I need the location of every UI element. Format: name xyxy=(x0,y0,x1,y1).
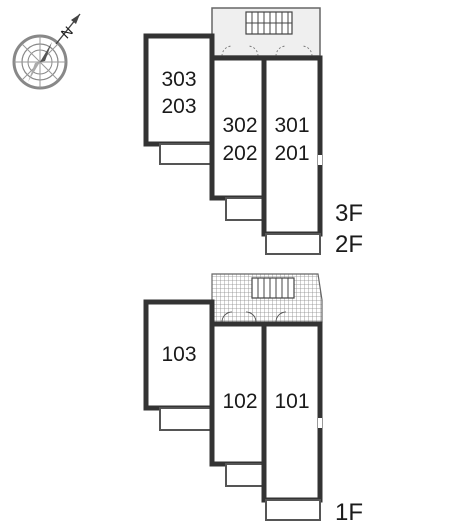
balcony-101 xyxy=(265,499,321,521)
unit-label-101: 101 xyxy=(274,390,309,413)
unit-label-203: 203 xyxy=(161,95,196,118)
unit-102 xyxy=(209,321,267,467)
balcony-302-202 xyxy=(225,197,265,221)
unit-label-301: 301 xyxy=(274,114,309,137)
floor-label-3f: 3F xyxy=(335,200,363,227)
unit-label-201: 201 xyxy=(274,142,309,165)
unit-301-201 xyxy=(261,55,323,237)
floor-label-1f: 1F xyxy=(335,499,363,526)
floor-label-2f: 2F xyxy=(335,231,363,258)
unit-label-302: 302 xyxy=(222,114,257,137)
upper-floor-plan: 303 203 302 202 301 201 3F 2F xyxy=(143,7,363,258)
balcony-103 xyxy=(159,407,213,431)
unit-label-202: 202 xyxy=(222,142,257,165)
unit-101 xyxy=(261,321,323,503)
unit-302-202 xyxy=(209,55,267,201)
ground-floor-plan: 103 102 101 1F xyxy=(143,273,363,526)
balcony-301-201 xyxy=(265,233,321,255)
unit-label-102: 102 xyxy=(222,390,257,413)
balcony-102 xyxy=(225,463,265,487)
unit-103 xyxy=(143,299,215,411)
compass-icon: N xyxy=(12,13,81,90)
unit-label-303: 303 xyxy=(161,68,196,91)
balcony-303-203 xyxy=(159,143,213,165)
unit-label-103: 103 xyxy=(161,343,196,366)
